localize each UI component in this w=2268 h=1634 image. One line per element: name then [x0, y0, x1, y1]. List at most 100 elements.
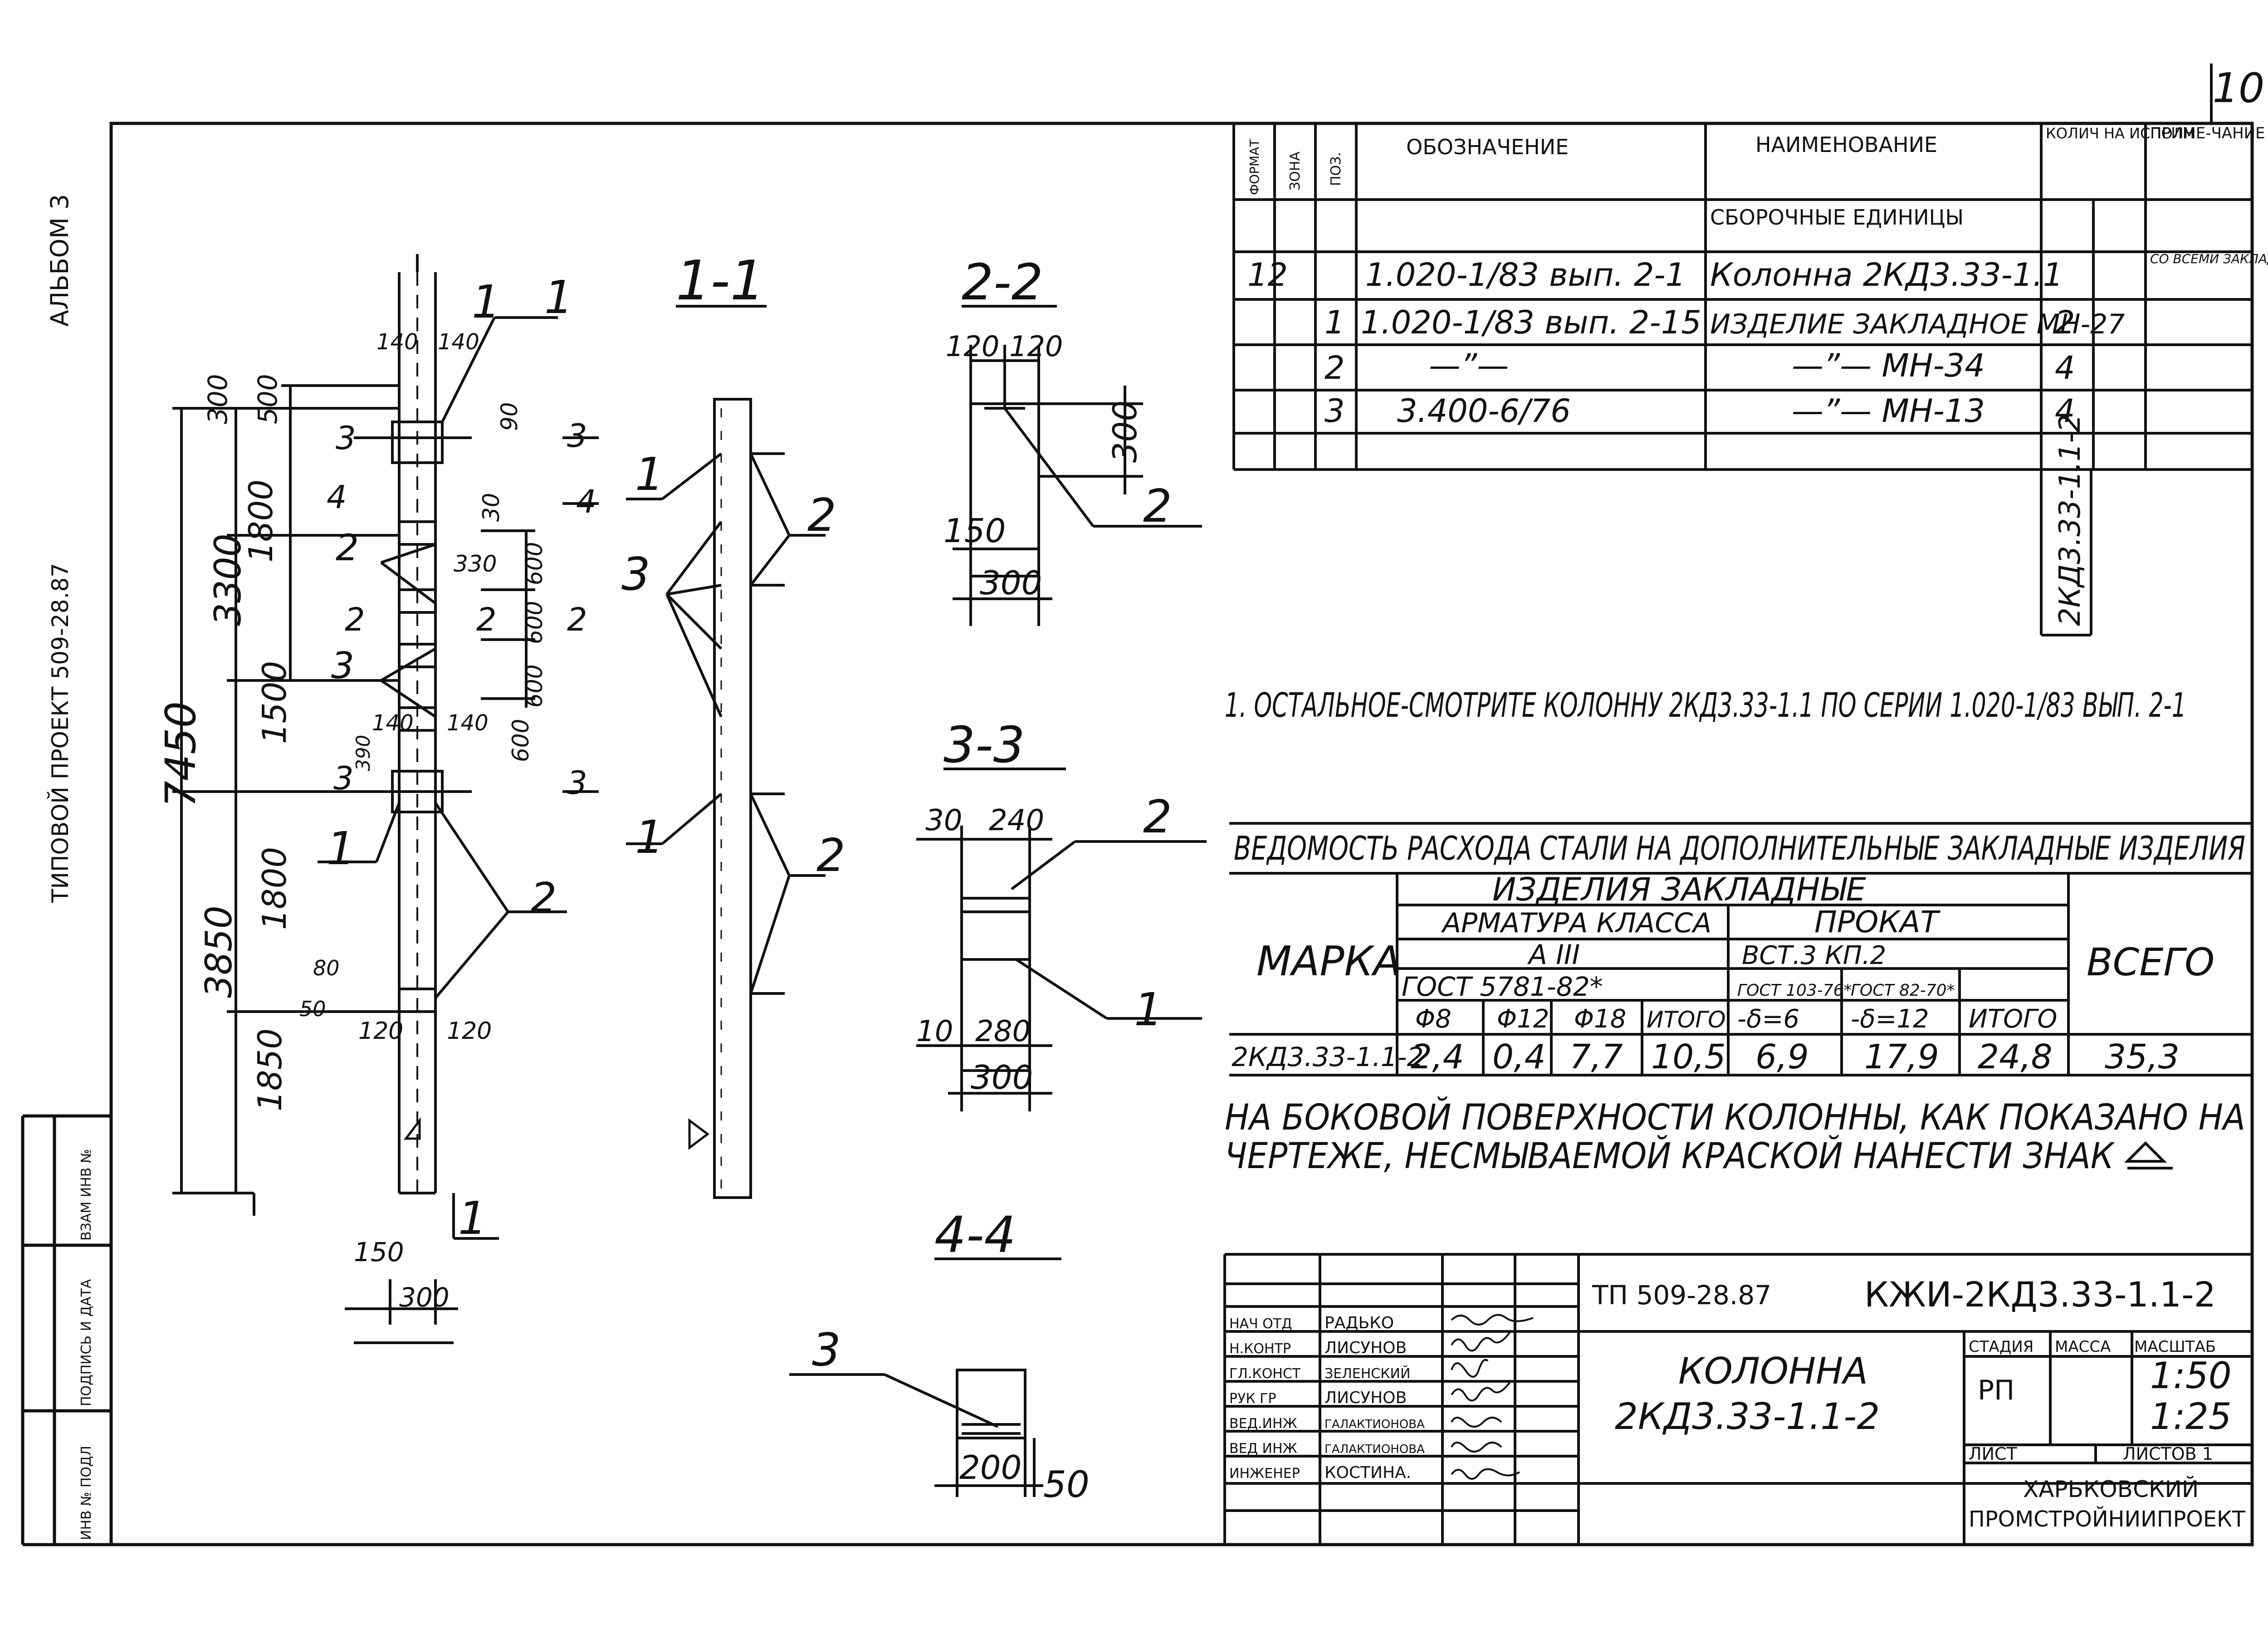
spec-header-note: ПРИМЕ-ЧАНИЕ — [2150, 124, 2265, 142]
spec-row-1-name: Колонна 2КД3.33-1.1 — [1710, 256, 2063, 294]
spec-row-4-qty: 4 — [2055, 392, 2075, 430]
steel-col-d8: Φ8 — [1415, 1004, 1452, 1034]
section-mark-3-left-bottom: 3 — [333, 760, 354, 797]
drawing-title-2: 2КД3.33-1.1-2 — [1615, 1395, 1880, 1438]
steel-col-total-prokat: ИТОГО — [1969, 1004, 2057, 1034]
page-number: 10 — [2213, 64, 2265, 112]
name-6: ГАЛАКТИОНОВА — [1325, 1443, 1425, 1456]
spec-header-pos: ПОЗ. — [1328, 152, 1344, 186]
s44-dim-200: 200 — [959, 1448, 1022, 1487]
steel-val-total-arm: 10,5 — [1651, 1037, 1726, 1076]
steel-col-d18: Φ18 — [1574, 1004, 1626, 1034]
page-number-box: 10 — [2210, 64, 2265, 123]
name-3: ЗЕЛЕНСКИЙ — [1325, 1365, 1410, 1382]
spec-row-1-format: 12 — [1247, 256, 1288, 294]
name-7: КОСТИНА. — [1325, 1463, 1411, 1482]
section-title-2-2: 2-2 — [962, 253, 1043, 311]
steel-val-d12: 0,4 — [1492, 1037, 1546, 1076]
cut-label-1-bottom: 1 — [458, 1192, 487, 1245]
s22-dim-300-h: 300 — [980, 564, 1042, 602]
steel-header-gost-2: ГОСТ 103-76* — [1737, 981, 1852, 1000]
dim-50: 50 — [299, 997, 326, 1021]
section-mark-3-right-top: 3 — [567, 417, 587, 455]
dim-90: 90 — [496, 402, 523, 431]
spec-row-3-qty: 4 — [2055, 349, 2075, 386]
mass-header: МАССА — [2055, 1338, 2111, 1356]
leader-2-lower: 2 — [531, 874, 557, 922]
steel-val-total-prokat: 24,8 — [1978, 1037, 2053, 1076]
role-3: ГЛ.КОНСТ — [1229, 1366, 1301, 1382]
role-2: Н.КОНТР — [1229, 1341, 1291, 1357]
dim-330: 330 — [454, 551, 497, 577]
steel-header-aiii: А III — [1527, 939, 1580, 971]
dim-600-c: 600 — [521, 665, 547, 708]
s11-leader-2-top: 2 — [807, 489, 836, 542]
cut-label-1-top: 1 — [472, 275, 501, 328]
leader-3: 3 — [331, 645, 354, 687]
s44-leader-3: 3 — [812, 1323, 841, 1376]
dim-1850: 1850 — [251, 1028, 289, 1111]
section-4-4: 4-4 3 200 50 — [789, 1206, 1090, 1506]
steel-val-t6: 6,9 — [1755, 1037, 1809, 1076]
stage-header: СТАДИЯ — [1969, 1338, 2033, 1356]
role-7: ИНЖЕНЕР — [1229, 1466, 1300, 1482]
dim-600-b: 600 — [521, 601, 547, 644]
spec-header-format: ФОРМАТ — [1247, 139, 1262, 195]
spec-row-4-pos: 3 — [1325, 392, 1345, 430]
signatures — [1451, 1314, 1534, 1480]
leader-1-top: 1 — [544, 271, 573, 324]
s33-leader-2: 2 — [1143, 790, 1172, 843]
doc-code: ТП 509-28.87 — [1592, 1280, 1771, 1311]
title-block: ТП 509-28.87 КЖИ-2КД3.33-1.1-2 НАЧ ОТД Р… — [1223, 1253, 2252, 1545]
dim-140-d: 140 — [447, 710, 489, 736]
steel-header-marka: МАРКА — [1256, 938, 1401, 985]
spec-header-qty: КОЛИЧ НА ИСПОЛН — [2046, 125, 2195, 142]
spec-header-name: НАИМЕНОВАНИЕ — [1755, 132, 1937, 157]
note-2-line-2: ЧЕРТЕЖЕ, НЕСМЫВАЕМОЙ КРАСКОЙ НАНЕСТИ ЗНА… — [1225, 1135, 2115, 1177]
dim-600-d: 600 — [508, 719, 534, 762]
dim-30: 30 — [478, 493, 504, 522]
steel-header-prokat: ПРОКАТ — [1814, 905, 1941, 939]
section-mark-2-left: 2 — [345, 601, 365, 638]
section-mark-3-left-top: 3 — [336, 420, 356, 457]
spec-row-4-name: —”— МН-13 — [1792, 392, 1985, 430]
steel-header-gost-1: ГОСТ 5781-82* — [1402, 971, 1603, 1002]
section-1-1: 1-1 1 3 2 1 — [621, 250, 846, 1199]
note-1: 1. ОСТАЛЬНОЕ-СМОТРИТЕ КОЛОННУ 2КД3.33-1.… — [1225, 686, 2186, 725]
steel-val-d8: 2,4 — [1411, 1037, 1464, 1076]
steel-val-t12: 17,9 — [1864, 1037, 1939, 1076]
dim-1800-lower: 1800 — [255, 847, 293, 930]
scale-2: 1:25 — [2150, 1395, 2232, 1438]
dim-140-b: 140 — [438, 329, 479, 355]
steel-header-vst: ВСТ.3 КП.2 — [1742, 941, 1886, 970]
project-caption: ТИПОВОЙ ПРОЕКТ 509-28.87 — [47, 563, 73, 903]
steel-val-d18: 7,7 — [1569, 1037, 1623, 1076]
scale-header: МАСШТАБ — [2134, 1338, 2216, 1356]
section-mark-3-right-bottom: 3 — [567, 764, 587, 802]
section-3-3: 3-3 30 240 10 280 300 2 1 — [916, 716, 1207, 1111]
doc-mark: КЖИ-2КД3.33-1.1-2 — [1864, 1274, 2216, 1315]
name-5: ГАЛАКТИОНОВА — [1325, 1418, 1425, 1431]
spec-row-1-note: СО ВСЕМИ ЗАКЛАДНЫ-МИ ИЗД. — [2150, 251, 2268, 266]
dim-120-a: 120 — [358, 1018, 403, 1045]
section-mark-2-right: 2 — [567, 601, 587, 638]
album-caption: АЛЬБОМ 3 — [45, 194, 74, 327]
s33-dim-30: 30 — [925, 804, 962, 837]
section-title-1-1: 1-1 — [676, 250, 765, 313]
section-mark-4-right: 4 — [576, 483, 596, 520]
org-line-2: ПРОМСТРОЙНИИПРОЕКТ — [1969, 1506, 2246, 1532]
dim-80: 80 — [313, 956, 340, 980]
dim-140-a: 140 — [376, 329, 418, 355]
triangle-mark-section-icon — [688, 1118, 710, 1150]
scale-1: 1:50 — [2150, 1355, 2232, 1397]
spec-row-2-qty: 2 — [2055, 304, 2075, 341]
s11-leader-1-bottom: 1 — [635, 811, 664, 864]
dim-300-bottom: 300 — [399, 1282, 450, 1313]
steel-header-total: ВСЕГО — [2087, 940, 2214, 984]
spec-row-3-name: —”— МН-34 — [1792, 347, 1985, 384]
s11-leader-1-top: 1 — [635, 448, 664, 501]
steel-header-armatura: АРМАТУРА КЛАССА — [1441, 907, 1711, 939]
spec-header-zone: ЗОНА — [1287, 152, 1303, 191]
dim-600-a: 600 — [521, 542, 547, 585]
